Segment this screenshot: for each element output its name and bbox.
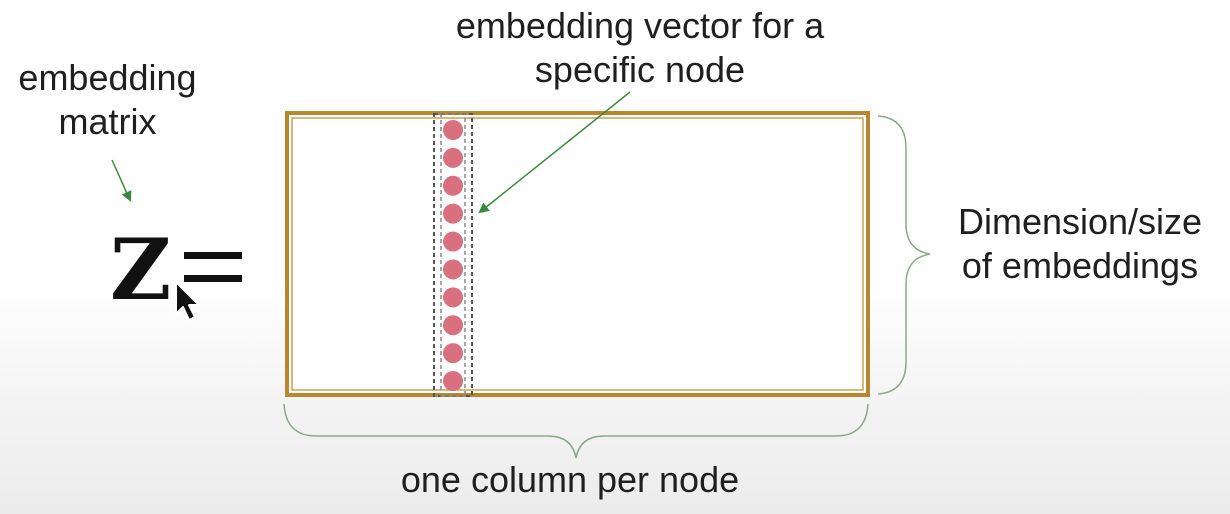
column-per-node-label: one column per node xyxy=(400,459,740,500)
matrix-symbol-z: Z xyxy=(110,220,172,319)
matrix-label-arrow xyxy=(111,159,132,202)
dimension-brace xyxy=(877,115,931,395)
embedding-vector-dot xyxy=(443,203,463,224)
embedding-matrix-inner-border xyxy=(291,117,864,391)
embedding-vector-dot xyxy=(443,259,463,280)
embedding-vector-dots xyxy=(443,120,463,391)
columns-brace xyxy=(283,403,869,459)
embedding-vector-dot xyxy=(443,120,463,140)
equals-sign xyxy=(184,252,242,284)
dimension-label-line-2: of embeddings xyxy=(961,245,1199,286)
dimension-label: Dimension/size of embeddings xyxy=(935,200,1225,288)
embedding-vector-dot xyxy=(443,147,463,168)
embedding-matrix-rect xyxy=(285,111,870,397)
embedding-vector-dot xyxy=(443,175,463,196)
embedding-vector-dot xyxy=(443,315,463,336)
embedding-vector-dot xyxy=(443,231,463,252)
embedding-matrix-label-line-2: matrix xyxy=(58,101,157,142)
vector-label-arrow xyxy=(478,91,631,214)
embedding-vector-dot xyxy=(443,371,463,391)
embedding-vector-dot xyxy=(443,287,463,308)
mouse-pointer-icon xyxy=(175,281,200,321)
embedding-vector-dot xyxy=(443,343,463,364)
embedding-matrix-label: embedding matrix xyxy=(0,56,215,144)
embedding-vector-label: embedding vector for a specific node xyxy=(410,4,870,92)
embedding-matrix-label-line-1: embedding xyxy=(18,57,197,98)
embedding-vector-label-line-1: embedding vector for a xyxy=(455,5,825,46)
vector-dashed-outline-inner xyxy=(440,113,466,397)
dimension-label-line-1: Dimension/size xyxy=(957,201,1203,242)
embedding-vector-label-line-2: specific node xyxy=(534,49,746,90)
